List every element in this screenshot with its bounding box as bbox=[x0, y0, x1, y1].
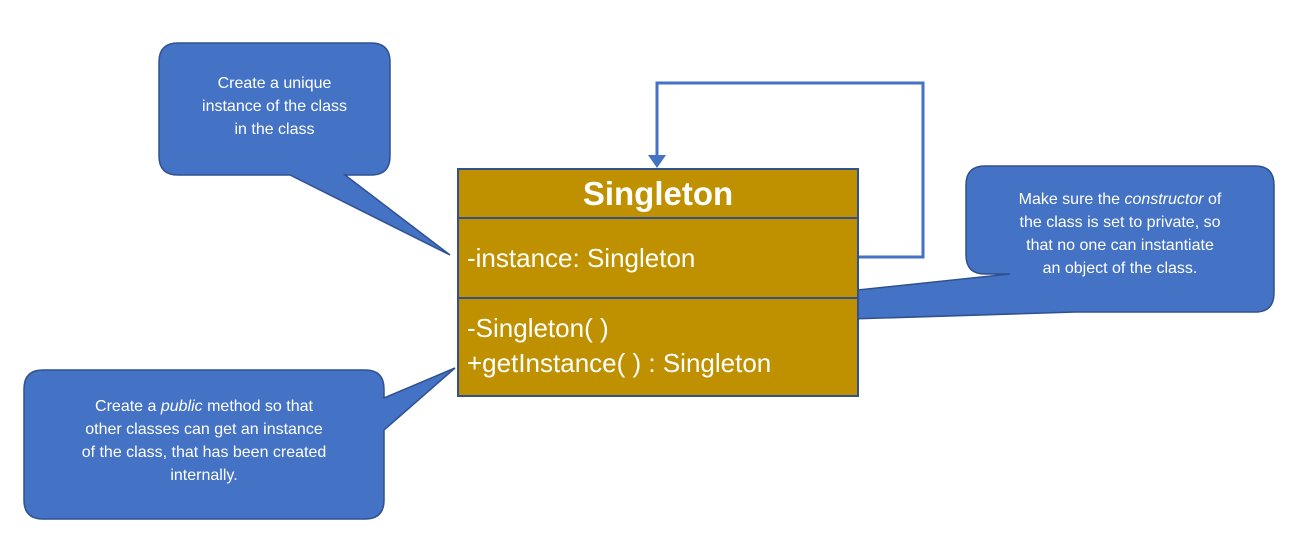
callout-constructor-line: Make sure the constructor of bbox=[966, 188, 1274, 211]
emphasis-constructor: constructor bbox=[1124, 191, 1204, 208]
callout-constructor-line: the class is set to private, so bbox=[1019, 214, 1221, 231]
callout-instance-line: instance of the class bbox=[202, 98, 347, 115]
text-fragment: method so that bbox=[202, 398, 313, 415]
emphasis-public: public bbox=[160, 398, 203, 415]
callout-public-method-line: Create a public method so that bbox=[24, 395, 384, 418]
singleton-class-box: Singleton -instance: Singleton -Singleto… bbox=[457, 168, 859, 397]
text-fragment: of bbox=[1203, 191, 1222, 208]
callout-public-method-bubble bbox=[23, 367, 456, 520]
callout-public-method-line: other classes can get an instance bbox=[85, 421, 323, 438]
callout-constructor-line: an object of the class. bbox=[1042, 260, 1198, 277]
self-reference-arrow bbox=[655, 81, 925, 259]
callout-instance-line: in the class bbox=[234, 121, 315, 138]
self-reference-arrowhead bbox=[648, 155, 666, 168]
method-constructor: -Singleton( ) bbox=[467, 313, 609, 343]
callout-public-method-text: Create a public method so that other cla… bbox=[24, 395, 384, 487]
callout-constructor-text: Make sure the constructor of the class i… bbox=[966, 188, 1274, 280]
callout-public-method-line: internally. bbox=[170, 467, 238, 484]
class-methods: -Singleton( ) +getInstance( ) : Singleto… bbox=[459, 299, 857, 395]
callout-instance-bubble bbox=[158, 42, 451, 256]
callout-constructor-line: that no one can instantiate bbox=[1026, 237, 1214, 254]
class-name: Singleton bbox=[459, 170, 857, 219]
callout-instance-line: Create a unique bbox=[217, 75, 332, 92]
text-fragment: Make sure the bbox=[1018, 191, 1125, 208]
callout-instance-text: Create a unique instance of the class in… bbox=[159, 72, 390, 141]
class-attributes: -instance: Singleton bbox=[459, 219, 857, 299]
text-fragment: Create a bbox=[95, 398, 161, 415]
method-get-instance: +getInstance( ) : Singleton bbox=[467, 348, 772, 378]
callout-public-method-line: of the class, that has been created bbox=[81, 444, 327, 461]
attribute-instance: -instance: Singleton bbox=[467, 243, 696, 273]
